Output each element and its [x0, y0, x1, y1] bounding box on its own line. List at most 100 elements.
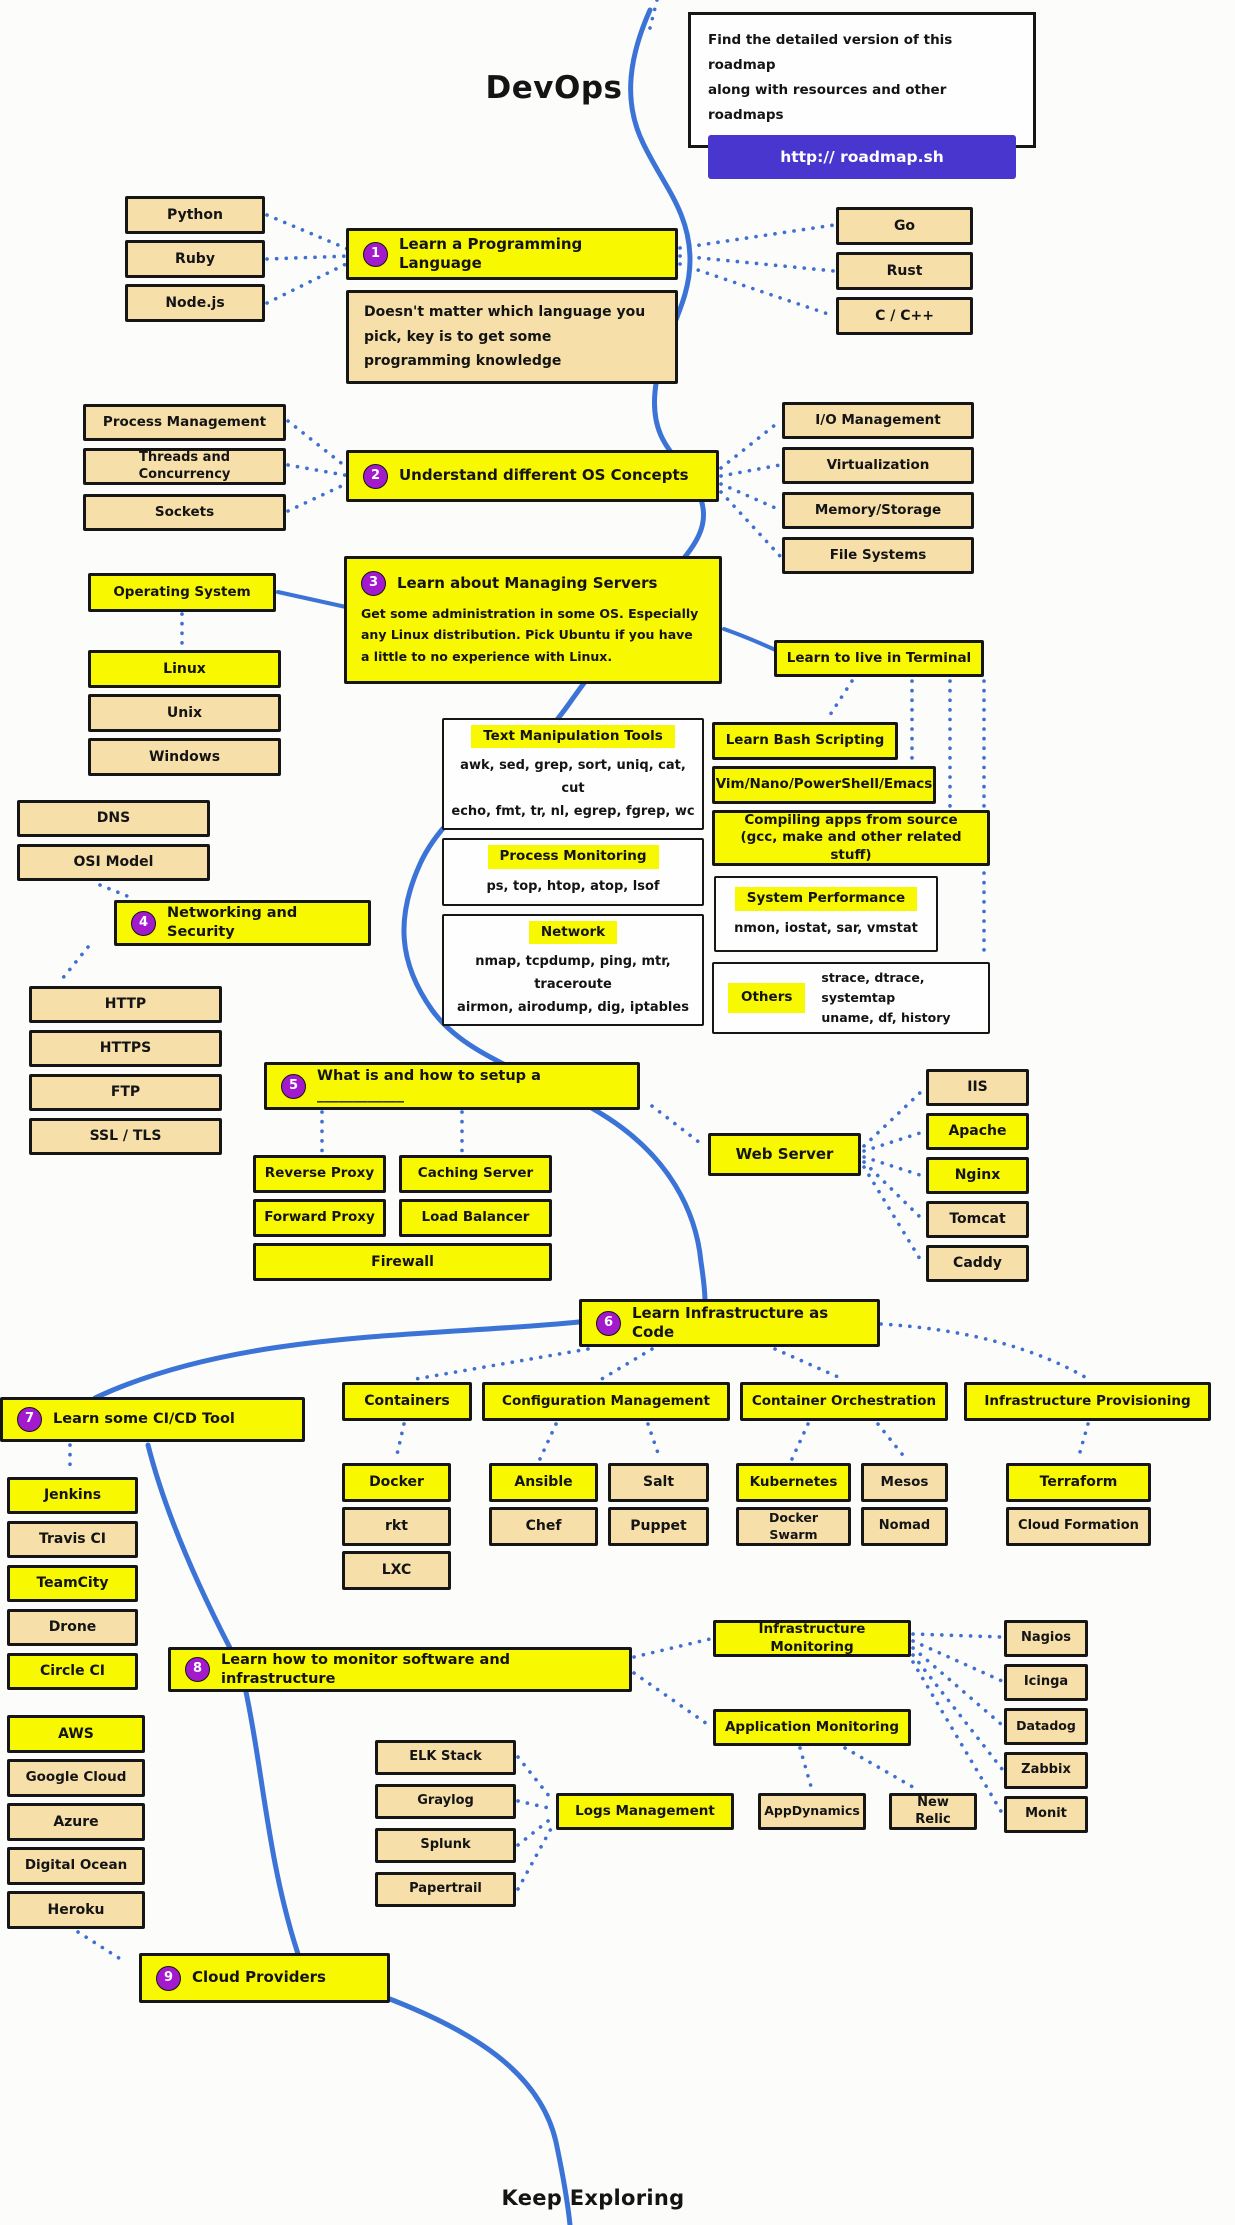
node-application-monitoring[interactable]: Application Monitoring: [713, 1709, 911, 1746]
node-cloud-formation[interactable]: Cloud Formation: [1006, 1507, 1151, 1546]
node-datadog[interactable]: Datadog: [1004, 1708, 1088, 1745]
node-linux[interactable]: Linux: [88, 650, 281, 688]
node-nomad[interactable]: Nomad: [861, 1507, 948, 1546]
node-digital-ocean[interactable]: Digital Ocean: [7, 1847, 145, 1885]
node-aws[interactable]: AWS: [7, 1715, 145, 1753]
node-io-management[interactable]: I/O Management: [782, 402, 974, 439]
topic-label: Compiling apps from source (gcc, make an…: [740, 811, 962, 863]
node-osi-model[interactable]: OSI Model: [17, 844, 210, 881]
node-nodejs[interactable]: Node.js: [125, 284, 265, 322]
node-configuration-management[interactable]: Configuration Management: [482, 1382, 730, 1421]
node-circle-ci[interactable]: Circle CI: [7, 1653, 138, 1690]
node-infrastructure-monitoring[interactable]: Infrastructure Monitoring: [713, 1620, 911, 1657]
topic-label: Cloud Formation: [1018, 1518, 1139, 1534]
node-jenkins[interactable]: Jenkins: [7, 1477, 138, 1514]
node-http[interactable]: HTTP: [29, 986, 222, 1023]
node-docker[interactable]: Docker: [342, 1463, 451, 1502]
node-terraform[interactable]: Terraform: [1006, 1463, 1151, 1502]
node-icinga[interactable]: Icinga: [1004, 1664, 1088, 1701]
node-firewall[interactable]: Firewall: [253, 1243, 552, 1281]
node-operating-system[interactable]: Operating System: [88, 573, 276, 612]
node-caddy[interactable]: Caddy: [926, 1245, 1029, 1282]
node-dns[interactable]: DNS: [17, 800, 210, 837]
node-heroku[interactable]: Heroku: [7, 1891, 145, 1929]
node-tomcat[interactable]: Tomcat: [926, 1201, 1029, 1238]
node-salt[interactable]: Salt: [608, 1463, 709, 1502]
node-process-management[interactable]: Process Management: [83, 404, 286, 441]
node-azure[interactable]: Azure: [7, 1803, 145, 1841]
node-threads-concurrency[interactable]: Threads and Concurrency: [83, 448, 286, 485]
node-lxc[interactable]: LXC: [342, 1551, 451, 1590]
roadmap-url-button[interactable]: http:// roadmap.sh: [708, 134, 1016, 179]
node-container-orchestration[interactable]: Container Orchestration: [740, 1382, 948, 1421]
node-memory-storage[interactable]: Memory/Storage: [782, 492, 974, 529]
node-forward-proxy[interactable]: Forward Proxy: [253, 1199, 386, 1237]
tool-group-title: Others: [728, 983, 806, 1013]
node-chef[interactable]: Chef: [489, 1507, 598, 1546]
node-drone[interactable]: Drone: [7, 1609, 138, 1646]
node-web-server[interactable]: Web Server: [708, 1133, 861, 1176]
node-live-in-terminal[interactable]: Learn to live in Terminal: [774, 640, 984, 677]
node-mesos[interactable]: Mesos: [861, 1463, 948, 1502]
node-iis[interactable]: IIS: [926, 1069, 1029, 1106]
node-file-systems[interactable]: File Systems: [782, 537, 974, 574]
node-compiling-from-source[interactable]: Compiling apps from source (gcc, make an…: [712, 810, 990, 866]
node-ruby[interactable]: Ruby: [125, 240, 265, 278]
node-c-cpp[interactable]: C / C++: [836, 297, 973, 335]
node-go[interactable]: Go: [836, 207, 973, 245]
node-ssl-tls[interactable]: SSL / TLS: [29, 1118, 222, 1155]
node-zabbix[interactable]: Zabbix: [1004, 1752, 1088, 1789]
node-monit[interactable]: Monit: [1004, 1796, 1088, 1833]
node-travis-ci[interactable]: Travis CI: [7, 1521, 138, 1558]
node-rkt[interactable]: rkt: [342, 1507, 451, 1546]
node-rust[interactable]: Rust: [836, 252, 973, 290]
node-virtualization[interactable]: Virtualization: [782, 447, 974, 484]
node-papertrail[interactable]: Papertrail: [375, 1872, 516, 1907]
node-load-balancer[interactable]: Load Balancer: [399, 1199, 552, 1237]
node-elk-stack[interactable]: ELK Stack: [375, 1740, 516, 1775]
node-reverse-proxy[interactable]: Reverse Proxy: [253, 1155, 386, 1193]
node-sockets[interactable]: Sockets: [83, 494, 286, 531]
node-apache[interactable]: Apache: [926, 1113, 1029, 1150]
node-teamcity[interactable]: TeamCity: [7, 1565, 138, 1602]
topic-label: Infrastructure Monitoring: [758, 1620, 866, 1655]
node-graylog[interactable]: Graylog: [375, 1784, 516, 1819]
topic-label: Learn to live in Terminal: [786, 649, 972, 666]
node-logs-management[interactable]: Logs Management: [556, 1793, 734, 1830]
node-google-cloud[interactable]: Google Cloud: [7, 1759, 145, 1797]
node-appdynamics[interactable]: AppDynamics: [758, 1793, 866, 1830]
node-nagios[interactable]: Nagios: [1004, 1620, 1088, 1657]
node-kubernetes[interactable]: Kubernetes: [736, 1463, 851, 1502]
info-line-2: along with resources and other roadmaps: [708, 81, 947, 123]
node-editors[interactable]: Vim/Nano/PowerShell/Emacs: [712, 766, 936, 804]
node-splunk[interactable]: Splunk: [375, 1828, 516, 1863]
node-ansible[interactable]: Ansible: [489, 1463, 598, 1502]
tool-command-list: nmap, tcpdump, ping, mtr, traceroute air…: [457, 954, 689, 1015]
node-puppet[interactable]: Puppet: [608, 1507, 709, 1546]
node-https[interactable]: HTTPS: [29, 1030, 222, 1067]
node-caching-server[interactable]: Caching Server: [399, 1155, 552, 1193]
node-python[interactable]: Python: [125, 196, 265, 234]
node-ftp[interactable]: FTP: [29, 1074, 222, 1111]
topic-label: Mesos: [880, 1473, 929, 1490]
node-docker-swarm[interactable]: Docker Swarm: [736, 1507, 851, 1546]
node-windows[interactable]: Windows: [88, 738, 281, 776]
topic-label: Docker: [369, 1474, 424, 1491]
node-containers[interactable]: Containers: [342, 1382, 472, 1421]
topic-label: Azure: [53, 1813, 99, 1830]
node-unix[interactable]: Unix: [88, 694, 281, 732]
node-infrastructure-provisioning[interactable]: Infrastructure Provisioning: [964, 1382, 1211, 1421]
node-nginx[interactable]: Nginx: [926, 1157, 1029, 1194]
topic-label: Splunk: [420, 1837, 471, 1853]
node-new-relic[interactable]: New Relic: [889, 1793, 977, 1830]
node-bash-scripting[interactable]: Learn Bash Scripting: [712, 722, 898, 760]
